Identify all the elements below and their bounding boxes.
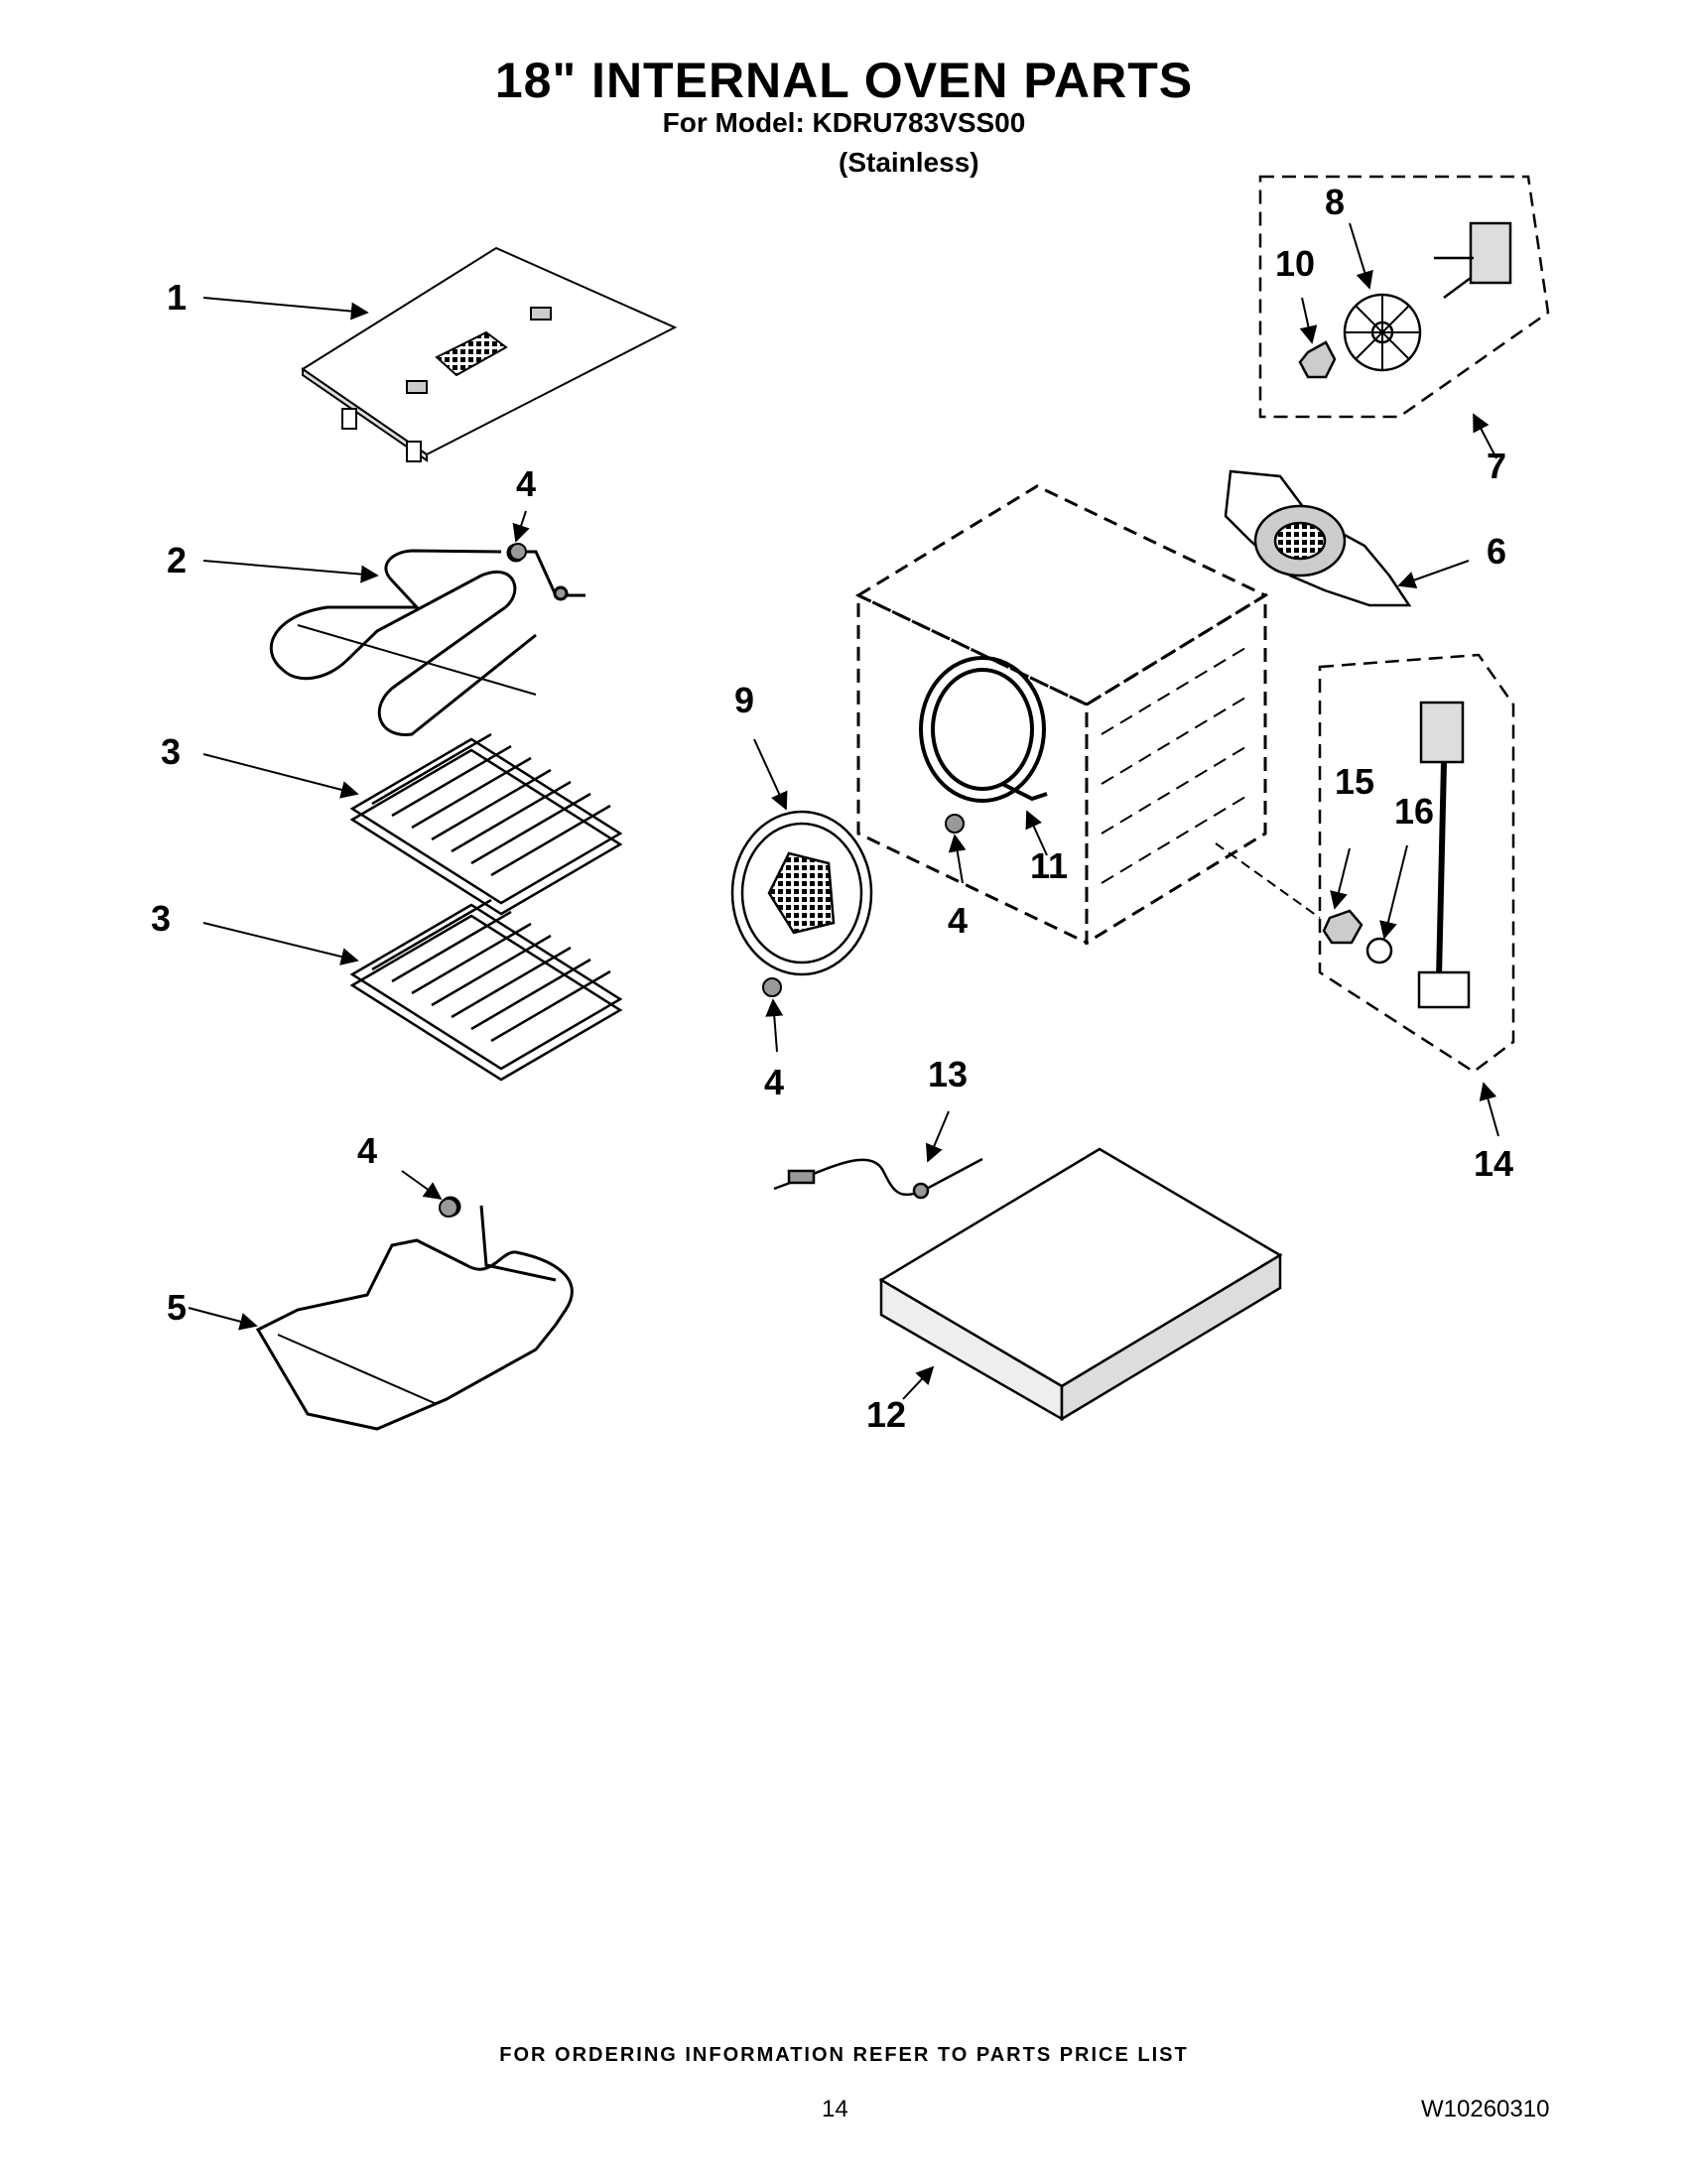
part-11-convection-element	[919, 656, 1048, 803]
page-number: 14	[822, 2096, 848, 2122]
callout-7: 7	[1487, 446, 1506, 486]
callout-1: 1	[167, 277, 187, 318]
callout-11: 11	[1030, 845, 1068, 886]
document-number: W10260310	[1421, 2096, 1550, 2122]
finish-label: (Stainless)	[839, 147, 979, 178]
callout-4-upper: 4	[516, 463, 536, 504]
callout-2: 2	[167, 540, 187, 580]
callout-3-upper: 3	[161, 731, 181, 772]
part-10-nut	[1298, 340, 1337, 379]
part-4-screw-lower	[439, 1198, 458, 1218]
part-6-fan-shroud	[1224, 469, 1412, 607]
callout-4-lower: 4	[357, 1130, 377, 1171]
callout-6: 6	[1487, 531, 1506, 572]
callout-14: 14	[1474, 1143, 1513, 1184]
callout-3-lower: 3	[151, 898, 171, 939]
callout-5: 5	[167, 1287, 187, 1328]
oven-cavity	[854, 484, 1269, 946]
callout-13: 13	[928, 1054, 968, 1094]
part-4-screw-upper	[509, 543, 527, 561]
part-9-fan-cover	[730, 810, 873, 976]
part-1-oven-panel	[301, 246, 678, 462]
callout-12: 12	[866, 1394, 906, 1435]
callout-10: 10	[1275, 243, 1315, 284]
part-14-sensor-kit	[1318, 653, 1515, 1074]
part-4-screw-cover	[762, 977, 782, 997]
part-7-convection-fan-kit	[1258, 175, 1550, 419]
callout-16: 16	[1394, 791, 1434, 832]
callout-4-cavity: 4	[948, 900, 968, 941]
part-16-washer	[1365, 937, 1393, 964]
ordering-note: FOR ORDERING INFORMATION REFER TO PARTS …	[499, 2044, 1189, 2066]
leader-arrows	[188, 222, 1499, 1400]
part-5-broil-element	[255, 1196, 574, 1431]
part-2-bake-element	[269, 543, 585, 736]
model-line: For Model: KDRU783VSS00	[662, 107, 1026, 138]
part-3-oven-rack-upper	[349, 732, 623, 916]
callout-8: 8	[1325, 182, 1345, 222]
part-4-screw-cavity	[945, 814, 965, 834]
part-13-meat-probe	[773, 1157, 983, 1200]
page-title: 18" INTERNAL OVEN PARTS	[494, 53, 1194, 108]
part-3-oven-rack-lower	[349, 898, 623, 1082]
part-15-nut	[1322, 909, 1363, 945]
callout-4-cover: 4	[764, 1062, 784, 1102]
part-12-broiler-pan	[878, 1147, 1283, 1422]
part-8-fan-blade	[1343, 293, 1422, 372]
callout-15: 15	[1335, 761, 1374, 802]
callout-9: 9	[734, 680, 754, 720]
